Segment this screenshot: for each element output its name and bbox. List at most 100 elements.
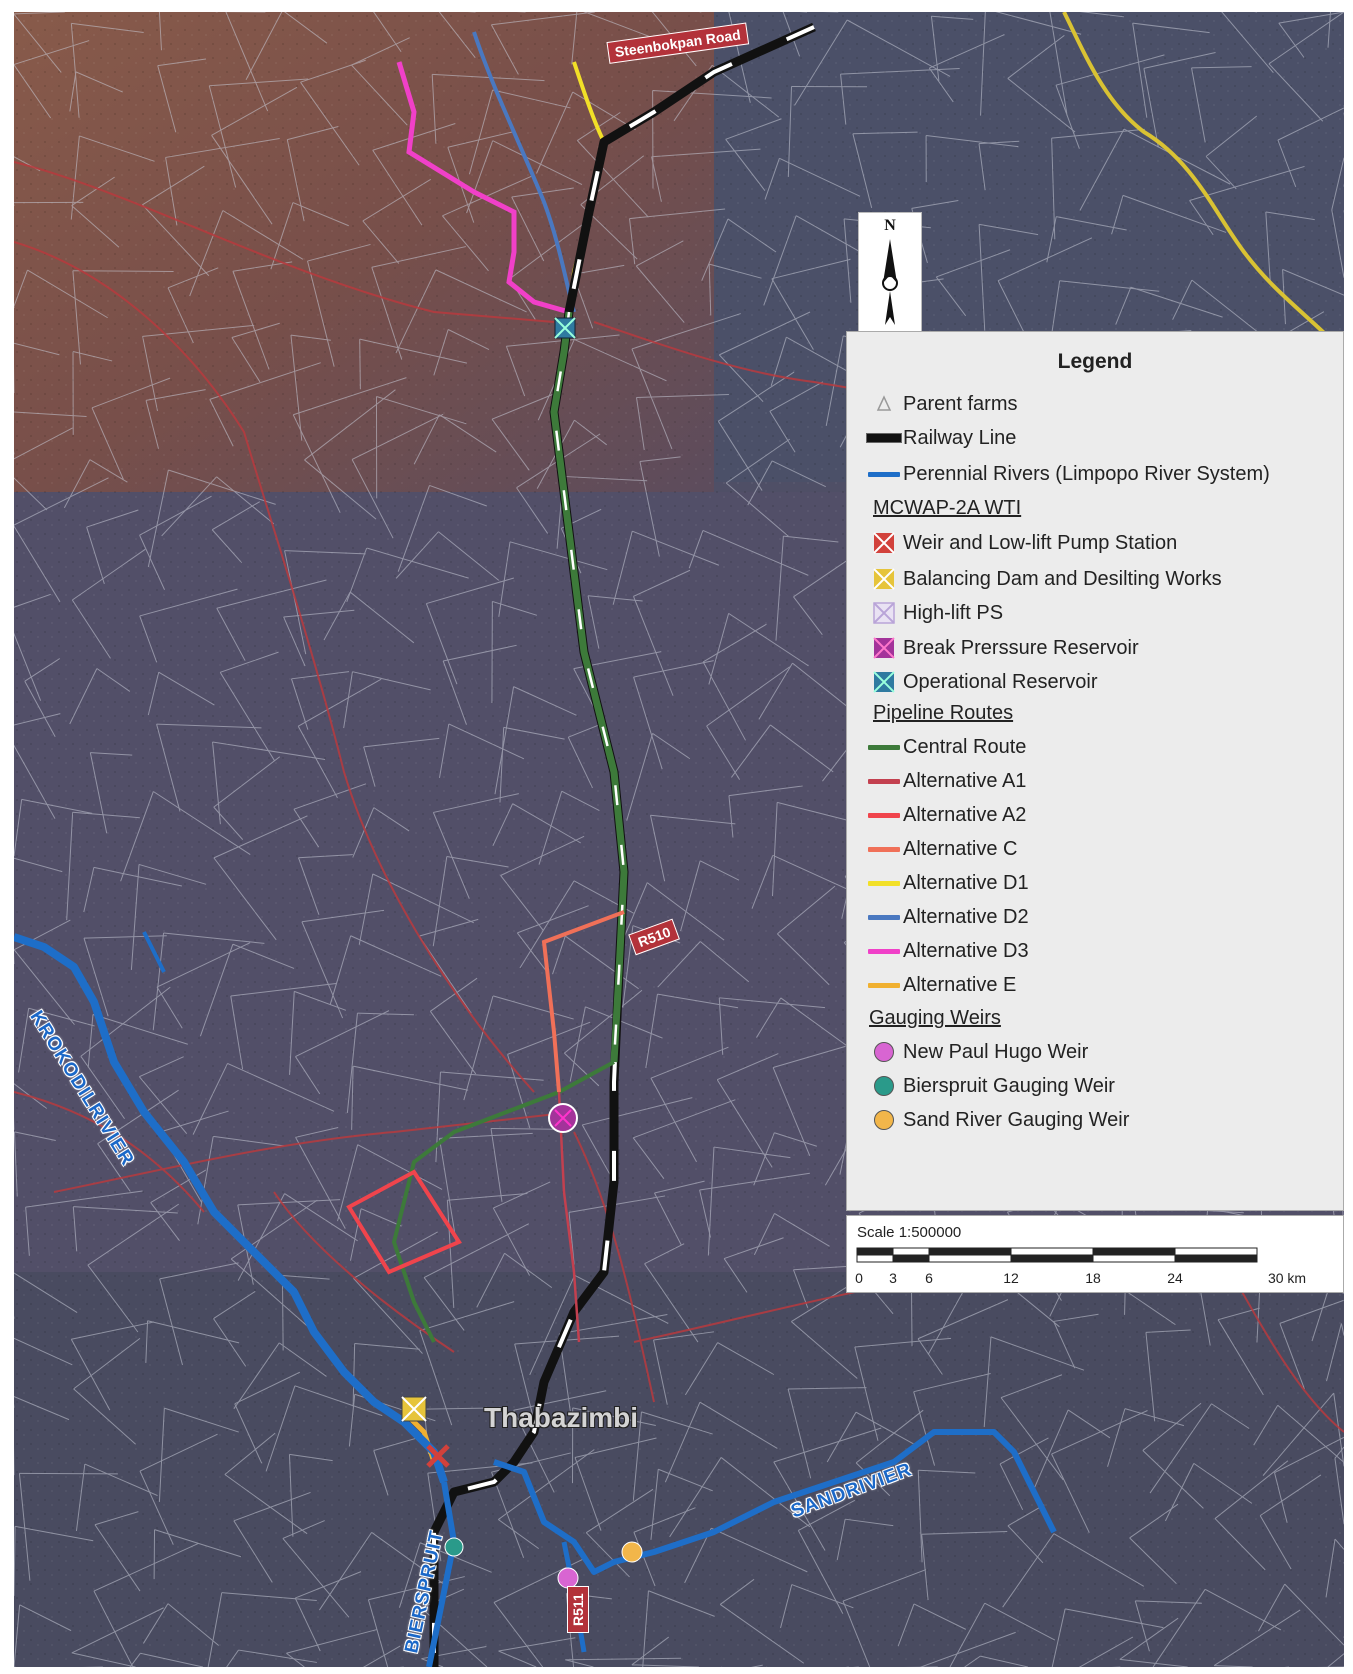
farm-boundary [1205, 156, 1237, 190]
farm-boundary [917, 1470, 923, 1563]
farm-boundary [298, 854, 353, 859]
farm-boundary [561, 790, 600, 812]
farm-boundary [652, 732, 691, 760]
farm-boundary [1325, 1538, 1336, 1598]
farm-boundary [211, 135, 273, 225]
farm-boundary [157, 65, 177, 133]
farm-boundary [245, 12, 283, 81]
farm-boundary [980, 12, 986, 116]
farm-boundary [1056, 216, 1127, 231]
farm-boundary [979, 223, 1039, 236]
farm-boundary [431, 74, 437, 144]
farm-boundary [653, 1331, 715, 1341]
farm-boundary [775, 536, 784, 641]
farm-boundary [756, 997, 782, 1038]
farm-boundary [71, 1652, 136, 1667]
farm-boundary [291, 678, 309, 730]
farm-boundary [425, 603, 458, 685]
farm-boundary [773, 1427, 882, 1463]
farm-boundary [1258, 1583, 1286, 1632]
farm-boundary [1067, 1409, 1111, 1439]
farm-boundary [139, 1433, 218, 1472]
farm-boundary [699, 941, 750, 983]
farm-boundary [1274, 1472, 1288, 1523]
farm-boundary [503, 726, 565, 740]
farm-boundary [292, 414, 341, 513]
farm-boundary [287, 126, 339, 141]
farm-boundary [447, 329, 490, 350]
farm-boundary [1051, 1608, 1066, 1667]
farm-boundary [494, 686, 515, 795]
farm-boundary [1007, 1525, 1044, 1564]
farm-boundary [773, 1461, 826, 1551]
farm-boundary [574, 338, 667, 382]
farm-boundary [644, 1243, 685, 1265]
legend-item-pipeline: Alternative D3 [865, 934, 1029, 968]
farm-boundary [207, 1592, 223, 1667]
farm-boundary [499, 727, 505, 803]
farm-boundary [513, 1410, 555, 1493]
farm-boundary [763, 215, 797, 306]
farm-boundary [213, 1291, 256, 1320]
farm-boundary [1132, 22, 1210, 34]
legend-item-railway: Railway Line [865, 421, 1016, 455]
farm-boundary [145, 389, 206, 401]
farm-boundary [1259, 1474, 1322, 1517]
farm-boundary [764, 158, 780, 200]
farm-boundary [14, 411, 87, 418]
farm-boundary [290, 335, 303, 441]
farm-boundary [286, 139, 305, 222]
farm-boundary [25, 1207, 30, 1256]
farm-boundary [159, 1278, 183, 1366]
farm-boundary [840, 74, 847, 125]
farm-boundary [230, 982, 337, 997]
farm-boundary [779, 157, 861, 197]
farm-boundary [978, 224, 986, 331]
farm-boundary [1051, 138, 1056, 240]
farm-boundary [840, 68, 960, 75]
farm-boundary [72, 351, 113, 362]
farm-boundary [574, 419, 607, 446]
farm-boundary [652, 89, 772, 99]
farm-boundary [14, 269, 28, 307]
farm-boundary [631, 1636, 670, 1666]
farm-boundary [492, 140, 583, 185]
farm-boundary [208, 85, 237, 188]
farm-boundary [717, 1342, 775, 1375]
farm-boundary [990, 1336, 1085, 1371]
farm-boundary [86, 509, 139, 528]
bierspruit-gauging-weir-marker [444, 1537, 464, 1557]
farm-boundary [360, 1208, 402, 1227]
farm-boundary [571, 12, 578, 65]
farm-boundary [725, 482, 789, 537]
farm-boundary [14, 857, 63, 873]
farm-boundary [232, 943, 295, 969]
farm-boundary [1205, 115, 1258, 157]
farm-boundary [14, 1526, 16, 1596]
farm-boundary [728, 612, 809, 667]
farm-boundary [14, 1272, 78, 1314]
farm-boundary [83, 937, 109, 1017]
farm-boundary [227, 1062, 335, 1112]
farm-boundary [651, 148, 761, 158]
farm-boundary [14, 1337, 73, 1366]
farm-boundary [1278, 12, 1344, 24]
farm-boundary [291, 671, 350, 680]
farm-boundary [192, 1063, 228, 1135]
farm-boundary [632, 530, 720, 566]
farm-boundary [1279, 1323, 1305, 1390]
farm-boundary [419, 918, 479, 937]
legend-title: Legend [1057, 350, 1133, 373]
farm-boundary [220, 651, 279, 673]
farm-boundary [153, 791, 251, 855]
farm-boundary [949, 1602, 986, 1667]
farm-boundary [284, 550, 366, 555]
farm-boundary [318, 1532, 373, 1611]
legend-item-high-lift-ps: High-lift PS [865, 596, 1003, 630]
farm-boundary [999, 1437, 1049, 1465]
farm-boundary [120, 791, 154, 882]
farm-boundary [289, 991, 295, 1075]
farm-boundary [94, 1511, 139, 1526]
farm-boundary [366, 547, 469, 579]
farm-boundary [71, 22, 144, 33]
